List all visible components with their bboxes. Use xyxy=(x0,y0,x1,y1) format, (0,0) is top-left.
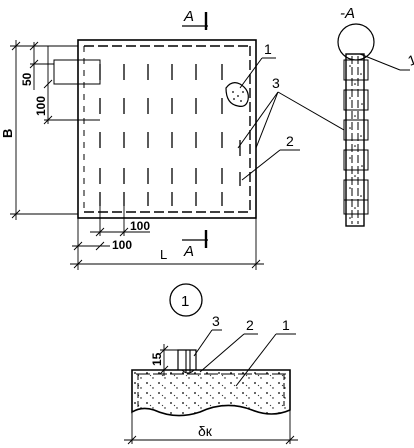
dim-50: 50 xyxy=(20,72,34,86)
insulation-block xyxy=(131,369,291,417)
dim-100-bottom-a: 100 xyxy=(130,219,150,233)
dim-L: L xyxy=(160,247,167,262)
plan-callout-1: 1 xyxy=(264,41,272,57)
detail-callout-3: 3 xyxy=(212,313,220,329)
dim-B: B xyxy=(0,129,15,138)
section-marker-bottom: A xyxy=(183,243,194,260)
dim-100-left: 100 xyxy=(34,96,48,116)
plan-view xyxy=(53,39,257,219)
section-cut-top xyxy=(182,12,208,30)
dim-delta-k: δк xyxy=(198,423,213,439)
dim-15: 15 xyxy=(150,352,164,366)
section-view xyxy=(337,23,410,227)
plan-callout-3: 3 xyxy=(272,75,280,91)
corner-notch xyxy=(53,59,101,85)
dimension-lines xyxy=(10,40,264,270)
plan-callout-2: 2 xyxy=(286,133,294,149)
plan-leaders xyxy=(237,57,345,181)
detail-view xyxy=(124,329,298,445)
anchor-pin xyxy=(177,349,197,370)
section-view-title: -A xyxy=(340,5,355,22)
insulation-patch xyxy=(225,82,249,107)
anchor-grid xyxy=(99,64,241,206)
panel-outline xyxy=(77,39,257,219)
section-marker-top: A xyxy=(183,8,194,25)
dim-100-bottom-b: 100 xyxy=(112,238,132,252)
section-callout-1: 1 xyxy=(406,51,414,69)
detail-callout-1: 1 xyxy=(282,317,290,333)
section-dots xyxy=(349,65,363,219)
detail-callout-2: 2 xyxy=(246,317,254,333)
detail-circle-label: 1 xyxy=(181,293,189,310)
section-cut-bottom xyxy=(182,230,208,248)
detail-marker xyxy=(169,283,203,317)
